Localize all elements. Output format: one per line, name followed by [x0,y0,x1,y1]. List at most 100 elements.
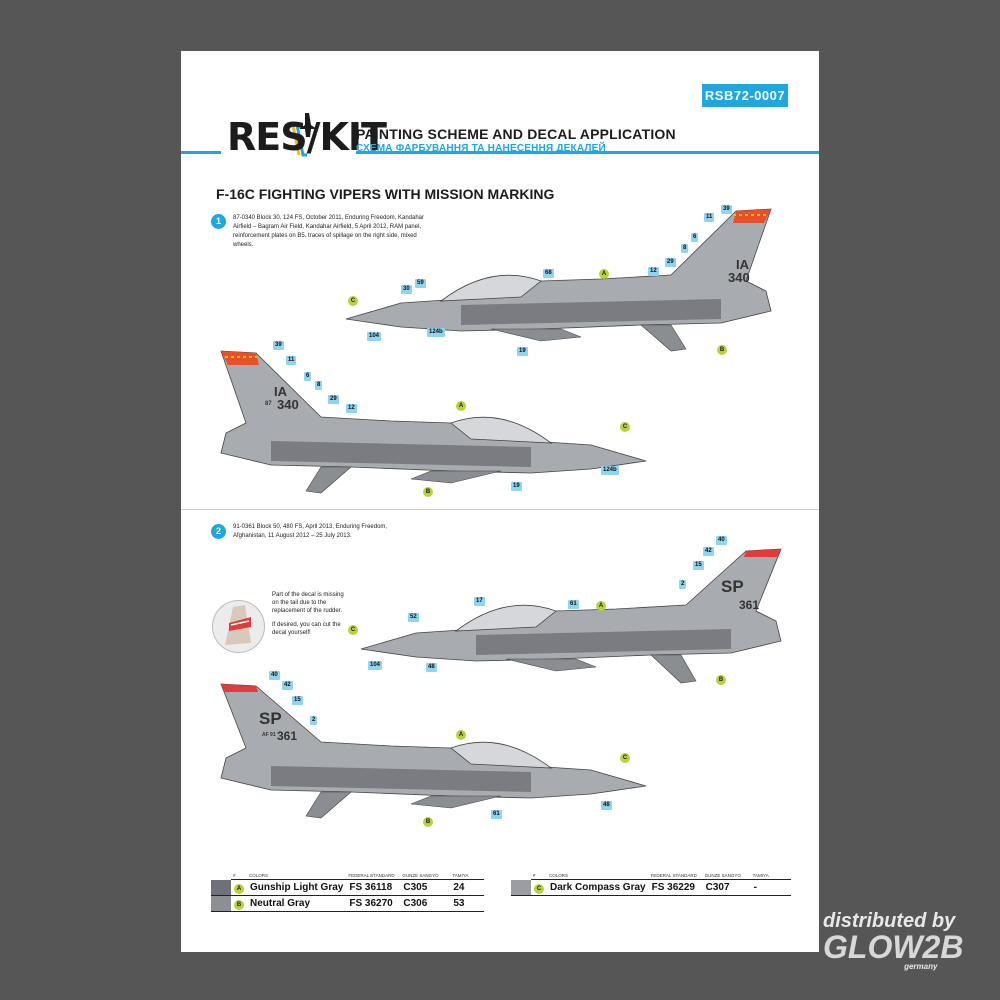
header-tamiya: TAMIYA [750,871,791,880]
callout: 61 [491,810,502,819]
color-name: Gunship Light Gray [247,879,347,896]
callout: 52 [408,613,419,622]
callout: 11 [704,213,715,222]
color-fs: FS 36118 [346,879,401,896]
color-fs: FS 36229 [648,879,703,896]
color-key: B [234,899,244,910]
rudder-note-2: If desired, you can cut the decal yourse… [272,622,341,636]
color-marker-a: A [456,730,466,740]
header-colors: COLORS [247,871,347,880]
callout: 29 [665,258,676,267]
aircraft-2-left-view [220,683,647,819]
callout: 12 [648,267,659,276]
color-marker-b: B [423,817,433,827]
watermark-line3: germany [904,962,938,971]
tail-code-1b: IA [274,384,287,399]
tail-code-2b: SP [259,709,282,728]
callout: 42 [282,681,293,690]
color-tamiya: - [750,879,791,896]
header-rule-left [181,151,221,154]
callout: 39 [273,341,284,350]
tail-number-2a: 361 [739,598,760,612]
color-name: Dark Compass Gray [547,879,649,896]
callout: 124b [601,466,619,475]
watermark-logo: GLOW2B [823,929,964,965]
header-num: # [531,871,547,880]
scheme-1-description: 87-0340 Block 30, 124 FS, October 2011, … [233,215,425,248]
color-marker-b: B [716,675,726,685]
aircraft-1-left-view [220,350,647,494]
header-federal: FEDERAL STANDARD [346,871,401,880]
tail-number-1a: 340 [728,270,750,285]
table-row: B Neutral Gray FS 36270 C306 53 [211,895,485,912]
instruction-sheet: RSB72-0007 RES/KIT PAINTING SCHEME AND D… [181,51,819,952]
callout: 61 [568,600,579,609]
callout: 15 [292,696,303,705]
callout: 68 [543,269,554,278]
tail-code-1a: IA [736,257,749,272]
header-title: PAINTING SCHEME AND DECAL APPLICATION [356,126,676,142]
color-marker-c: C [620,753,630,763]
scheme-divider [181,509,819,510]
header-federal: FEDERAL STANDARD [648,871,703,880]
header-gunze: GUNZE SANGYO [400,871,451,880]
callout: 11 [286,356,297,365]
callout: 2 [679,580,687,589]
callout: 124b [427,328,445,337]
tail-serial-1b: 87 [265,401,272,407]
callout: 8 [681,244,689,253]
rudder-note: Part of the decal is missing on the tail… [272,591,352,643]
colors-table-right: # COLORS FEDERAL STANDARD GUNZE SANGYO T… [511,871,791,896]
reskit-logo: RES/KIT [227,111,387,161]
colors-table-header: # COLORS FEDERAL STANDARD GUNZE SANGYO T… [211,871,485,880]
callout: 42 [703,547,714,556]
callout: 29 [328,395,339,404]
callout: 12 [346,404,357,413]
color-marker-c: C [348,625,358,635]
aircraft-1-right-view [345,208,772,352]
table-row: C Dark Compass Gray FS 36229 C307 - [511,879,791,896]
color-swatch [211,879,231,896]
callout: 15 [693,561,704,570]
color-marker-a: A [596,601,606,611]
aircraft-2-right-view [360,548,782,684]
callout: 2 [310,716,318,725]
scheme-2-description: 91-0361 Block 50, 480 FS, April 2013, En… [233,524,388,539]
tail-serial-2b: AF 91 [262,732,276,738]
header-gunze: GUNZE SANGYO [702,871,751,880]
callout: 104 [368,661,383,670]
watermark-line1: distributed by [823,910,956,932]
callout: 48 [426,663,437,672]
section-title: F-16C FIGHTING VIPERS WITH MISSION MARKI… [216,186,555,202]
rudder-note-1: Part of the decal is missing on the tail… [272,592,344,614]
header-num: # [231,871,247,880]
color-tamiya: 24 [450,879,485,896]
header-colors: COLORS [547,871,649,880]
callout: 30 [401,285,412,294]
callout: 8 [315,381,323,390]
callout: 19 [517,347,528,356]
color-tamiya: 53 [450,895,485,912]
callout: 104 [367,332,382,341]
tail-number-1b: 340 [277,397,299,412]
color-marker-a: A [456,401,466,411]
color-key: C [534,883,544,894]
color-marker-b: B [717,345,727,355]
color-swatch [511,879,531,896]
callout: 48 [601,801,612,810]
callout: 6 [304,372,312,381]
table-row: A Gunship Light Gray FS 36118 C305 24 [211,879,485,896]
tail-code-2a: SP [721,577,744,596]
tail-number-2b: 361 [277,729,298,743]
scheme-1-number: 1 [211,214,226,229]
color-fs: FS 36270 [346,895,401,912]
header-tamiya: TAMIYA [450,871,485,880]
callout: 6 [691,233,699,242]
color-gunze: C305 [400,879,451,896]
header-subtitle: СХЕМА ФАРБУВАННЯ ТА НАНЕСЕННЯ ДЕКАЛЕЙ [356,143,606,154]
product-code-badge: RSB72-0007 [702,84,788,107]
colors-table-header: # COLORS FEDERAL STANDARD GUNZE SANGYO T… [511,871,791,880]
callout: 19 [511,482,522,491]
scheme-2-number: 2 [211,524,226,539]
logo-jet-icon [291,113,317,157]
